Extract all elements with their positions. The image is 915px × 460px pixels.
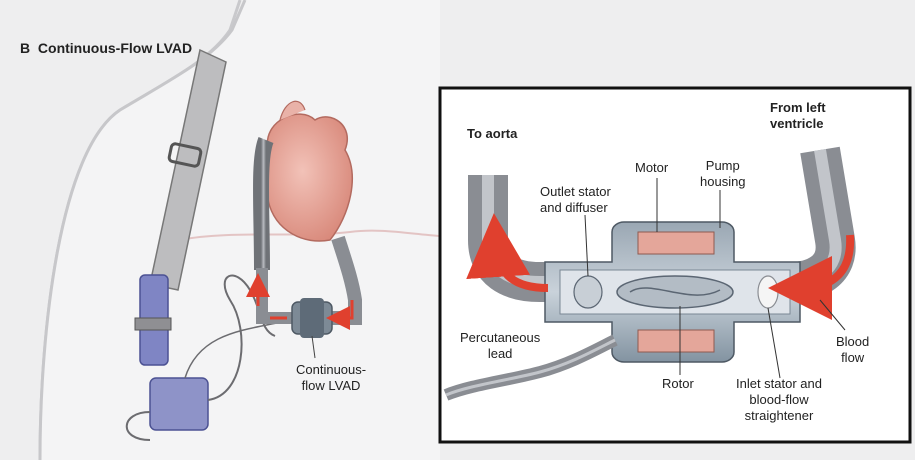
outlet-stator xyxy=(573,275,603,309)
controller xyxy=(149,377,209,431)
figure-title: B Continuous-Flow LVAD xyxy=(20,24,192,56)
inflow-cannula xyxy=(330,235,362,325)
motor-top xyxy=(637,231,715,255)
inlet-stator xyxy=(757,275,779,309)
motor-bottom xyxy=(637,329,715,353)
label-blood-flow: Blood flow xyxy=(836,334,870,365)
shoulder-strap xyxy=(149,48,227,291)
flow-arrow-out xyxy=(466,213,549,292)
label-outlet-stator: Outlet stator and diffuser xyxy=(540,184,611,215)
strap-buckle xyxy=(167,142,203,168)
label-to-aorta: To aorta xyxy=(467,126,518,141)
label-percutaneous-lead: Percutaneous lead xyxy=(460,330,541,361)
label-motor: Motor xyxy=(635,160,669,175)
panel-letter: B xyxy=(20,40,31,56)
label-pump-housing: Pump housing xyxy=(700,158,746,189)
label-from-left-ventricle: From left ventricle xyxy=(770,100,826,131)
flow-arrow-in xyxy=(768,234,855,320)
title-text: Continuous-Flow LVAD xyxy=(37,40,193,56)
outflow-graft xyxy=(253,137,274,271)
label-device: Continuous- flow LVAD xyxy=(296,362,367,393)
label-inlet-stator: Inlet stator and blood-flow straightener xyxy=(736,376,822,423)
label-rotor: Rotor xyxy=(662,376,694,391)
